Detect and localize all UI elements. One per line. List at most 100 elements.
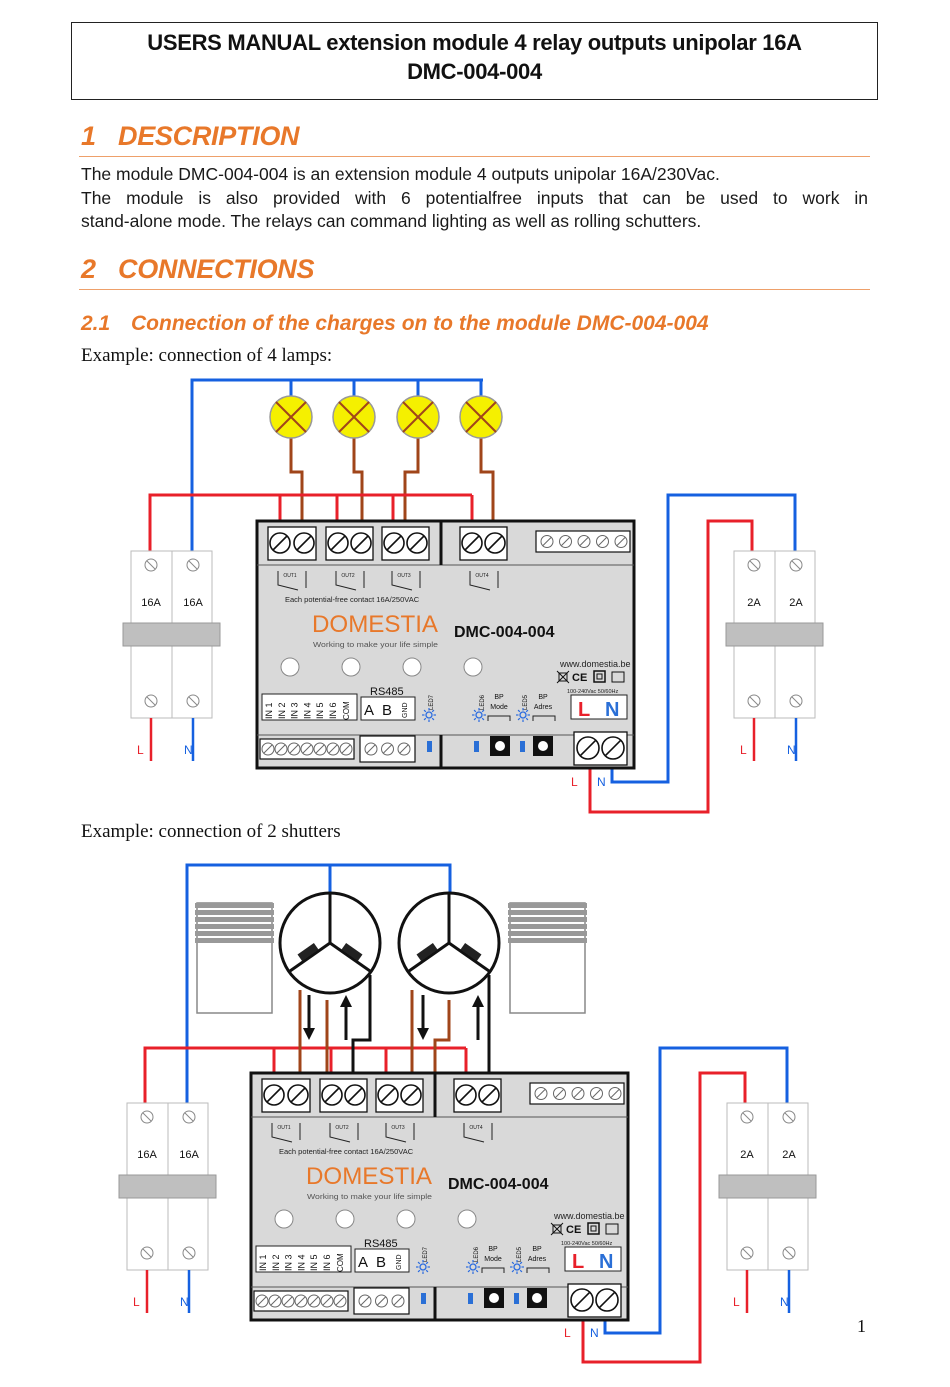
subsection-number: 2.1	[81, 312, 111, 335]
bp-adres-label: BP	[538, 694, 548, 701]
shutter-motor-icon	[278, 891, 382, 995]
terminal-screw-icon	[534, 1087, 548, 1100]
bp-adres-label: BP	[532, 1246, 542, 1253]
bp-mode-button[interactable]	[490, 736, 510, 756]
screw-terminal-icon	[461, 532, 483, 554]
terminal-screw-icon	[571, 1087, 585, 1100]
bp-mode-label: BP	[488, 1246, 498, 1253]
breaker-toggle	[718, 1174, 817, 1199]
status-led-window	[274, 1209, 294, 1229]
supply-l-label: L	[571, 775, 578, 789]
svg-text:CE: CE	[566, 1224, 581, 1236]
arrow-up-icon	[340, 995, 352, 1040]
page-number: 1	[857, 1316, 866, 1336]
section-2-rule	[79, 289, 870, 290]
led-icon	[416, 1260, 430, 1274]
wire	[588, 519, 754, 814]
breaker-screw-icon	[789, 558, 803, 708]
inputs-label-box	[261, 693, 358, 721]
input-label: IN 6	[322, 1254, 332, 1271]
bp-mode-label-2: Mode	[484, 1256, 502, 1263]
screw-terminal-icon	[570, 1288, 594, 1312]
wire	[581, 1071, 747, 1364]
wire	[433, 1000, 451, 1073]
bp-mode-button[interactable]	[484, 1288, 504, 1308]
breaker-rating: 16A	[183, 597, 203, 609]
breaker-toggle	[122, 622, 221, 647]
breaker-toggle	[118, 1174, 217, 1199]
terminal-screw-icon	[333, 1294, 347, 1308]
terminal-screw-icon	[391, 1294, 405, 1308]
terminal-screw-icon	[326, 742, 340, 756]
out-label: OUT4	[475, 573, 489, 579]
wire	[352, 438, 364, 521]
led5-label: LED5	[517, 1246, 523, 1262]
status-led-window	[341, 657, 361, 677]
terminal-screw-icon	[261, 742, 275, 756]
out-label: OUT1	[283, 573, 297, 579]
terminal-screw-icon	[590, 1087, 603, 1100]
input-label: IN 3	[290, 702, 300, 719]
rs485-a: A	[358, 1254, 368, 1271]
supply-l-label: L	[564, 1326, 571, 1340]
rs485-gnd: GND	[396, 1254, 403, 1270]
breaker-screw-icon	[182, 1110, 196, 1260]
breaker-rating: 2A	[747, 597, 761, 609]
power-rating: 100-240Vac 50/60Hz	[567, 689, 619, 695]
input-label: IN 3	[284, 1254, 294, 1271]
led5-label: LED5	[523, 694, 529, 710]
shutter-motor-icon	[397, 891, 501, 995]
bp-adres-button[interactable]	[527, 1288, 547, 1308]
arrow-down-icon	[303, 995, 315, 1040]
rs485-b: B	[382, 702, 392, 719]
bp-mode-label-2: Mode	[490, 704, 508, 711]
led6-label: LED6	[474, 1246, 480, 1262]
contact-note: Each potential-free contact 16A/250VAC	[279, 1147, 414, 1156]
arrow-down-icon	[417, 995, 429, 1040]
screw-terminal-icon	[377, 1084, 399, 1106]
bp-adres-button[interactable]	[533, 736, 553, 756]
terminal-screw-icon	[358, 1294, 372, 1308]
module-model: DMC-004-004	[454, 624, 555, 641]
wire	[143, 1046, 466, 1103]
terminal-screw-icon	[339, 742, 353, 756]
domestia-logo: DOMESTIA	[312, 611, 438, 638]
status-led-window	[402, 657, 422, 677]
status-led-window	[457, 1209, 477, 1229]
rs485-gnd: GND	[402, 702, 409, 718]
led7-indicator	[421, 1293, 426, 1304]
wire	[403, 438, 420, 521]
breaker-l-label: L	[133, 1295, 140, 1309]
terminal-screw-icon	[287, 742, 301, 756]
rs485-box	[360, 696, 416, 721]
breaker-l-label: L	[740, 743, 747, 757]
lamp-icon	[396, 395, 440, 439]
module-website: www.domestia.be	[559, 659, 631, 669]
breaker-rating: 2A	[789, 597, 803, 609]
breaker-rating: 16A	[141, 597, 161, 609]
led7-label: LED7	[429, 694, 435, 710]
breaker-n-label: N	[184, 743, 193, 757]
breaker-screw-icon	[140, 1110, 154, 1260]
certification-marks-icon: CE	[556, 670, 625, 684]
input-label: IN 2	[277, 702, 287, 719]
rs485-b: B	[376, 1254, 386, 1271]
supply-n-label: N	[590, 1326, 599, 1340]
body-line-3: stand-alone mode. The relays can command…	[81, 211, 702, 231]
rs485-label: RS485	[364, 1238, 398, 1250]
terminal-screw-icon	[313, 742, 327, 756]
led5-indicator	[514, 1293, 519, 1304]
bp-mode-label: BP	[494, 694, 504, 701]
led-icon	[510, 1260, 524, 1274]
wire	[148, 493, 472, 551]
status-led-window	[396, 1209, 416, 1229]
led5-indicator	[520, 741, 525, 752]
status-led-window	[335, 1209, 355, 1229]
